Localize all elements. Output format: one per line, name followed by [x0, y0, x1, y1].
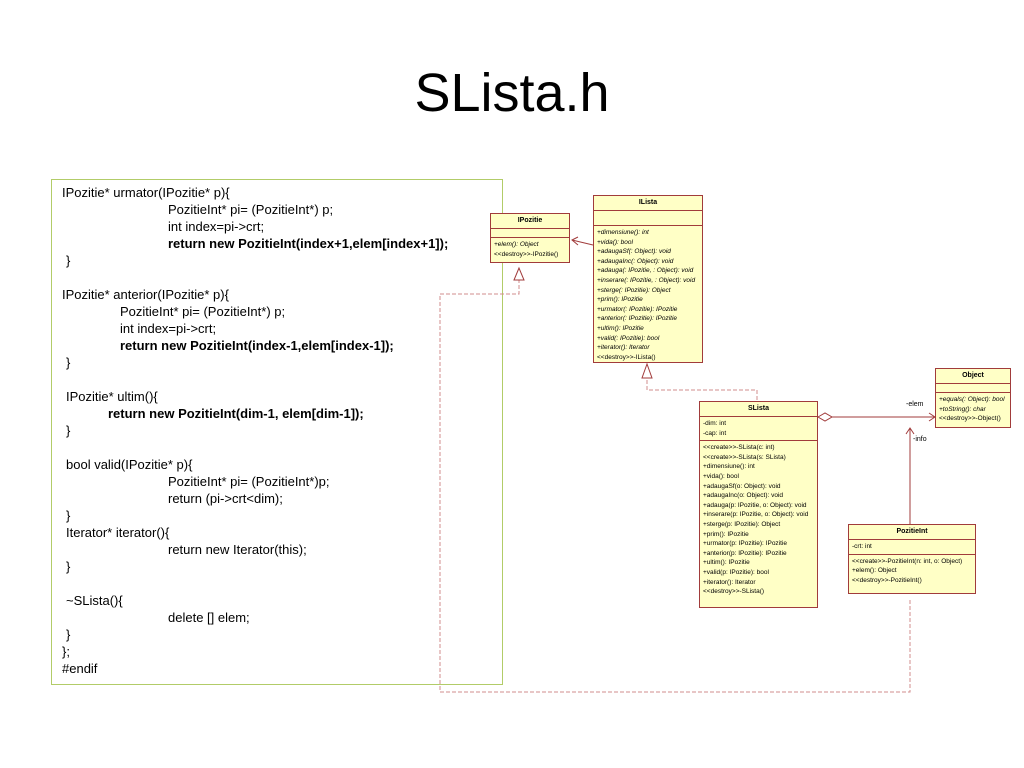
- class-op: <<create>>-SLista(s: SLista): [703, 453, 786, 461]
- class-op: <<destroy>>-IPozitie(): [494, 250, 559, 258]
- class-op: +iterator(): Iterator: [597, 344, 650, 352]
- code-line: return new Iterator(this);: [168, 542, 307, 557]
- code-line: }: [66, 559, 71, 574]
- class-op: +urmator(: IPozitie): IPozitie: [597, 305, 678, 313]
- class-ipozitie[interactable]: IPozitie +elem(): Object <<destroy>>-IPo…: [490, 213, 570, 263]
- class-op: +adauga(: IPozitie, : Object): void: [597, 267, 694, 275]
- class-attr: -crt: int: [852, 543, 872, 550]
- class-object-attrs: [936, 384, 1010, 393]
- class-op: +sterge(p: IPozitie): Object: [703, 520, 781, 528]
- code-line: return (pi->crt<dim);: [168, 491, 283, 506]
- class-pozitieint-ops: <<create>>-PozitieInt(n: int, o: Object)…: [849, 555, 975, 588]
- code-line: IPozitie* anterior(IPozitie* p){: [62, 287, 229, 302]
- class-op: +equals(: Object): bool: [939, 396, 1005, 403]
- realization-arrowhead-ipozitie: [513, 266, 525, 281]
- code-line: PozitieInt* pi= (PozitieInt*)p;: [168, 474, 330, 489]
- class-op: <<destroy>>-ILista(): [597, 353, 656, 361]
- class-object-name: Object: [936, 369, 1010, 384]
- code-line: return new PozitieInt(dim-1, elem[dim-1]…: [108, 406, 364, 421]
- code-line: }: [66, 423, 71, 438]
- code-panel: IPozitie* urmator(IPozitie* p){ PozitieIn…: [51, 179, 503, 685]
- class-ipozitie-name: IPozitie: [491, 214, 569, 229]
- class-op: +sterge(: IPozitie): Object: [597, 286, 671, 294]
- class-pozitieint[interactable]: PozitieInt -crt: int <<create>>-PozitieI…: [848, 524, 976, 594]
- class-op: +inserare(: IPozitie, : Object): void: [597, 276, 696, 284]
- class-op: +adauga(p: IPozitie, o: Object): void: [703, 501, 807, 509]
- class-op: <<create>>-SLista(c: int): [703, 444, 775, 452]
- code-line: bool valid(IPozitie* p){: [66, 457, 193, 472]
- class-slista-name: SLista: [700, 402, 817, 417]
- class-op: <<create>>-PozitieInt(n: int, o: Object): [852, 557, 963, 565]
- code-line: };: [62, 644, 70, 659]
- class-op: +iterator(): Iterator: [703, 578, 756, 586]
- assoc-label-elem: -elem: [906, 401, 924, 408]
- class-op: +urmator(p: IPozitie): IPozitie: [703, 540, 787, 548]
- class-ipozitie-attrs: [491, 229, 569, 238]
- code-line: Iterator* iterator(){: [66, 525, 170, 540]
- class-op: +elem(): Object: [494, 241, 539, 248]
- class-pozitieint-attrs: -crt: int: [849, 540, 975, 555]
- code-line: PozitieInt* pi= (PozitieInt*) p;: [168, 202, 334, 217]
- class-op: +vida(): bool: [703, 472, 739, 480]
- class-ipozitie-ops: +elem(): Object <<destroy>>-IPozitie(): [491, 238, 569, 261]
- code-line: int index=pi->crt;: [168, 219, 265, 234]
- realization-arrowhead-ilista: [641, 362, 653, 379]
- class-op: +adaugaInc(o: Object): void: [703, 492, 784, 500]
- class-op: +valid(p: IPozitie): bool: [703, 568, 769, 576]
- class-slista-ops: <<create>>-SLista(c: int) <<create>>-SLi…: [700, 441, 817, 599]
- class-ilista-attrs: [594, 211, 702, 226]
- class-op: +ultim(): IPozitie: [597, 324, 644, 332]
- code-line: int index=pi->crt;: [120, 321, 217, 336]
- slide-title: SLista.h: [414, 63, 610, 123]
- class-op: +toString(): char: [939, 405, 986, 413]
- code-line: delete [] elem;: [168, 610, 250, 625]
- code-line: return new PozitieInt(index+1,elem[index…: [168, 236, 449, 251]
- class-slista-attrs: -dim: int -cap: int: [700, 417, 817, 442]
- code-line: PozitieInt* pi= (PozitieInt*) p;: [120, 304, 286, 319]
- aggregation-diamond: [816, 412, 834, 422]
- class-object[interactable]: Object +equals(: Object): bool +toString…: [935, 368, 1011, 428]
- class-op: <<destroy>>-SLista(): [703, 588, 765, 596]
- class-op: +dimensiune(): int: [703, 463, 755, 471]
- class-op: <<destroy>>-Object(): [939, 415, 1001, 423]
- realization-pozitieint-ipozitie: [439, 280, 911, 693]
- realization-slista-ilista: [646, 378, 758, 400]
- class-op: +anterior(: IPozitie): IPozitie: [597, 315, 678, 323]
- class-op: +valid(: IPozitie): bool: [597, 334, 660, 342]
- class-op: +adaugaSf(o: Object): void: [703, 482, 781, 490]
- class-ilista[interactable]: ILista +dimensiune(): int +vida(): bool …: [593, 195, 703, 363]
- class-op: +prim(): IPozitie: [703, 530, 749, 538]
- code-line: }: [66, 627, 71, 642]
- class-object-ops: +equals(: Object): bool +toString(): cha…: [936, 393, 1010, 426]
- class-ilista-ops: +dimensiune(): int +vida(): bool +adauga…: [594, 226, 702, 364]
- class-op: <<destroy>>-PozitieInt(): [852, 576, 922, 584]
- class-op: +prim(): IPozitie: [597, 296, 643, 304]
- class-op: +inserare(p: IPozitie, o: Object): void: [703, 511, 809, 519]
- class-pozitieint-name: PozitieInt: [849, 525, 975, 540]
- code-line: return new PozitieInt(index-1,elem[index…: [120, 338, 394, 353]
- class-slista[interactable]: SLista -dim: int -cap: int <<create>>-SL…: [699, 401, 818, 608]
- class-op: +adaugaSf(: Object): void: [597, 248, 671, 256]
- code-line: #endif: [62, 661, 98, 676]
- code-line: }: [66, 355, 71, 370]
- class-op: +vida(): bool: [597, 238, 633, 246]
- dependency-ilista-ipozitie: [571, 239, 594, 246]
- class-op: +dimensiune(): int: [597, 229, 649, 236]
- assoc-label-info: -info: [913, 436, 927, 443]
- class-op: +anterior(p: IPozitie): IPozitie: [703, 549, 787, 557]
- class-op: +elem(): Object: [852, 567, 897, 575]
- class-op: +adaugaInc(: Object): void: [597, 257, 674, 265]
- code-line: }: [66, 508, 71, 523]
- code-line: }: [66, 253, 71, 268]
- code-line: IPozitie* urmator(IPozitie* p){: [62, 185, 230, 200]
- code-line: ~SLista(){: [66, 593, 123, 608]
- class-op: +ultim(): IPozitie: [703, 559, 750, 567]
- class-attr: -cap: int: [703, 429, 727, 437]
- code-line: IPozitie* ultim(){: [66, 389, 158, 404]
- class-ilista-name: ILista: [594, 196, 702, 211]
- class-attr: -dim: int: [703, 420, 727, 427]
